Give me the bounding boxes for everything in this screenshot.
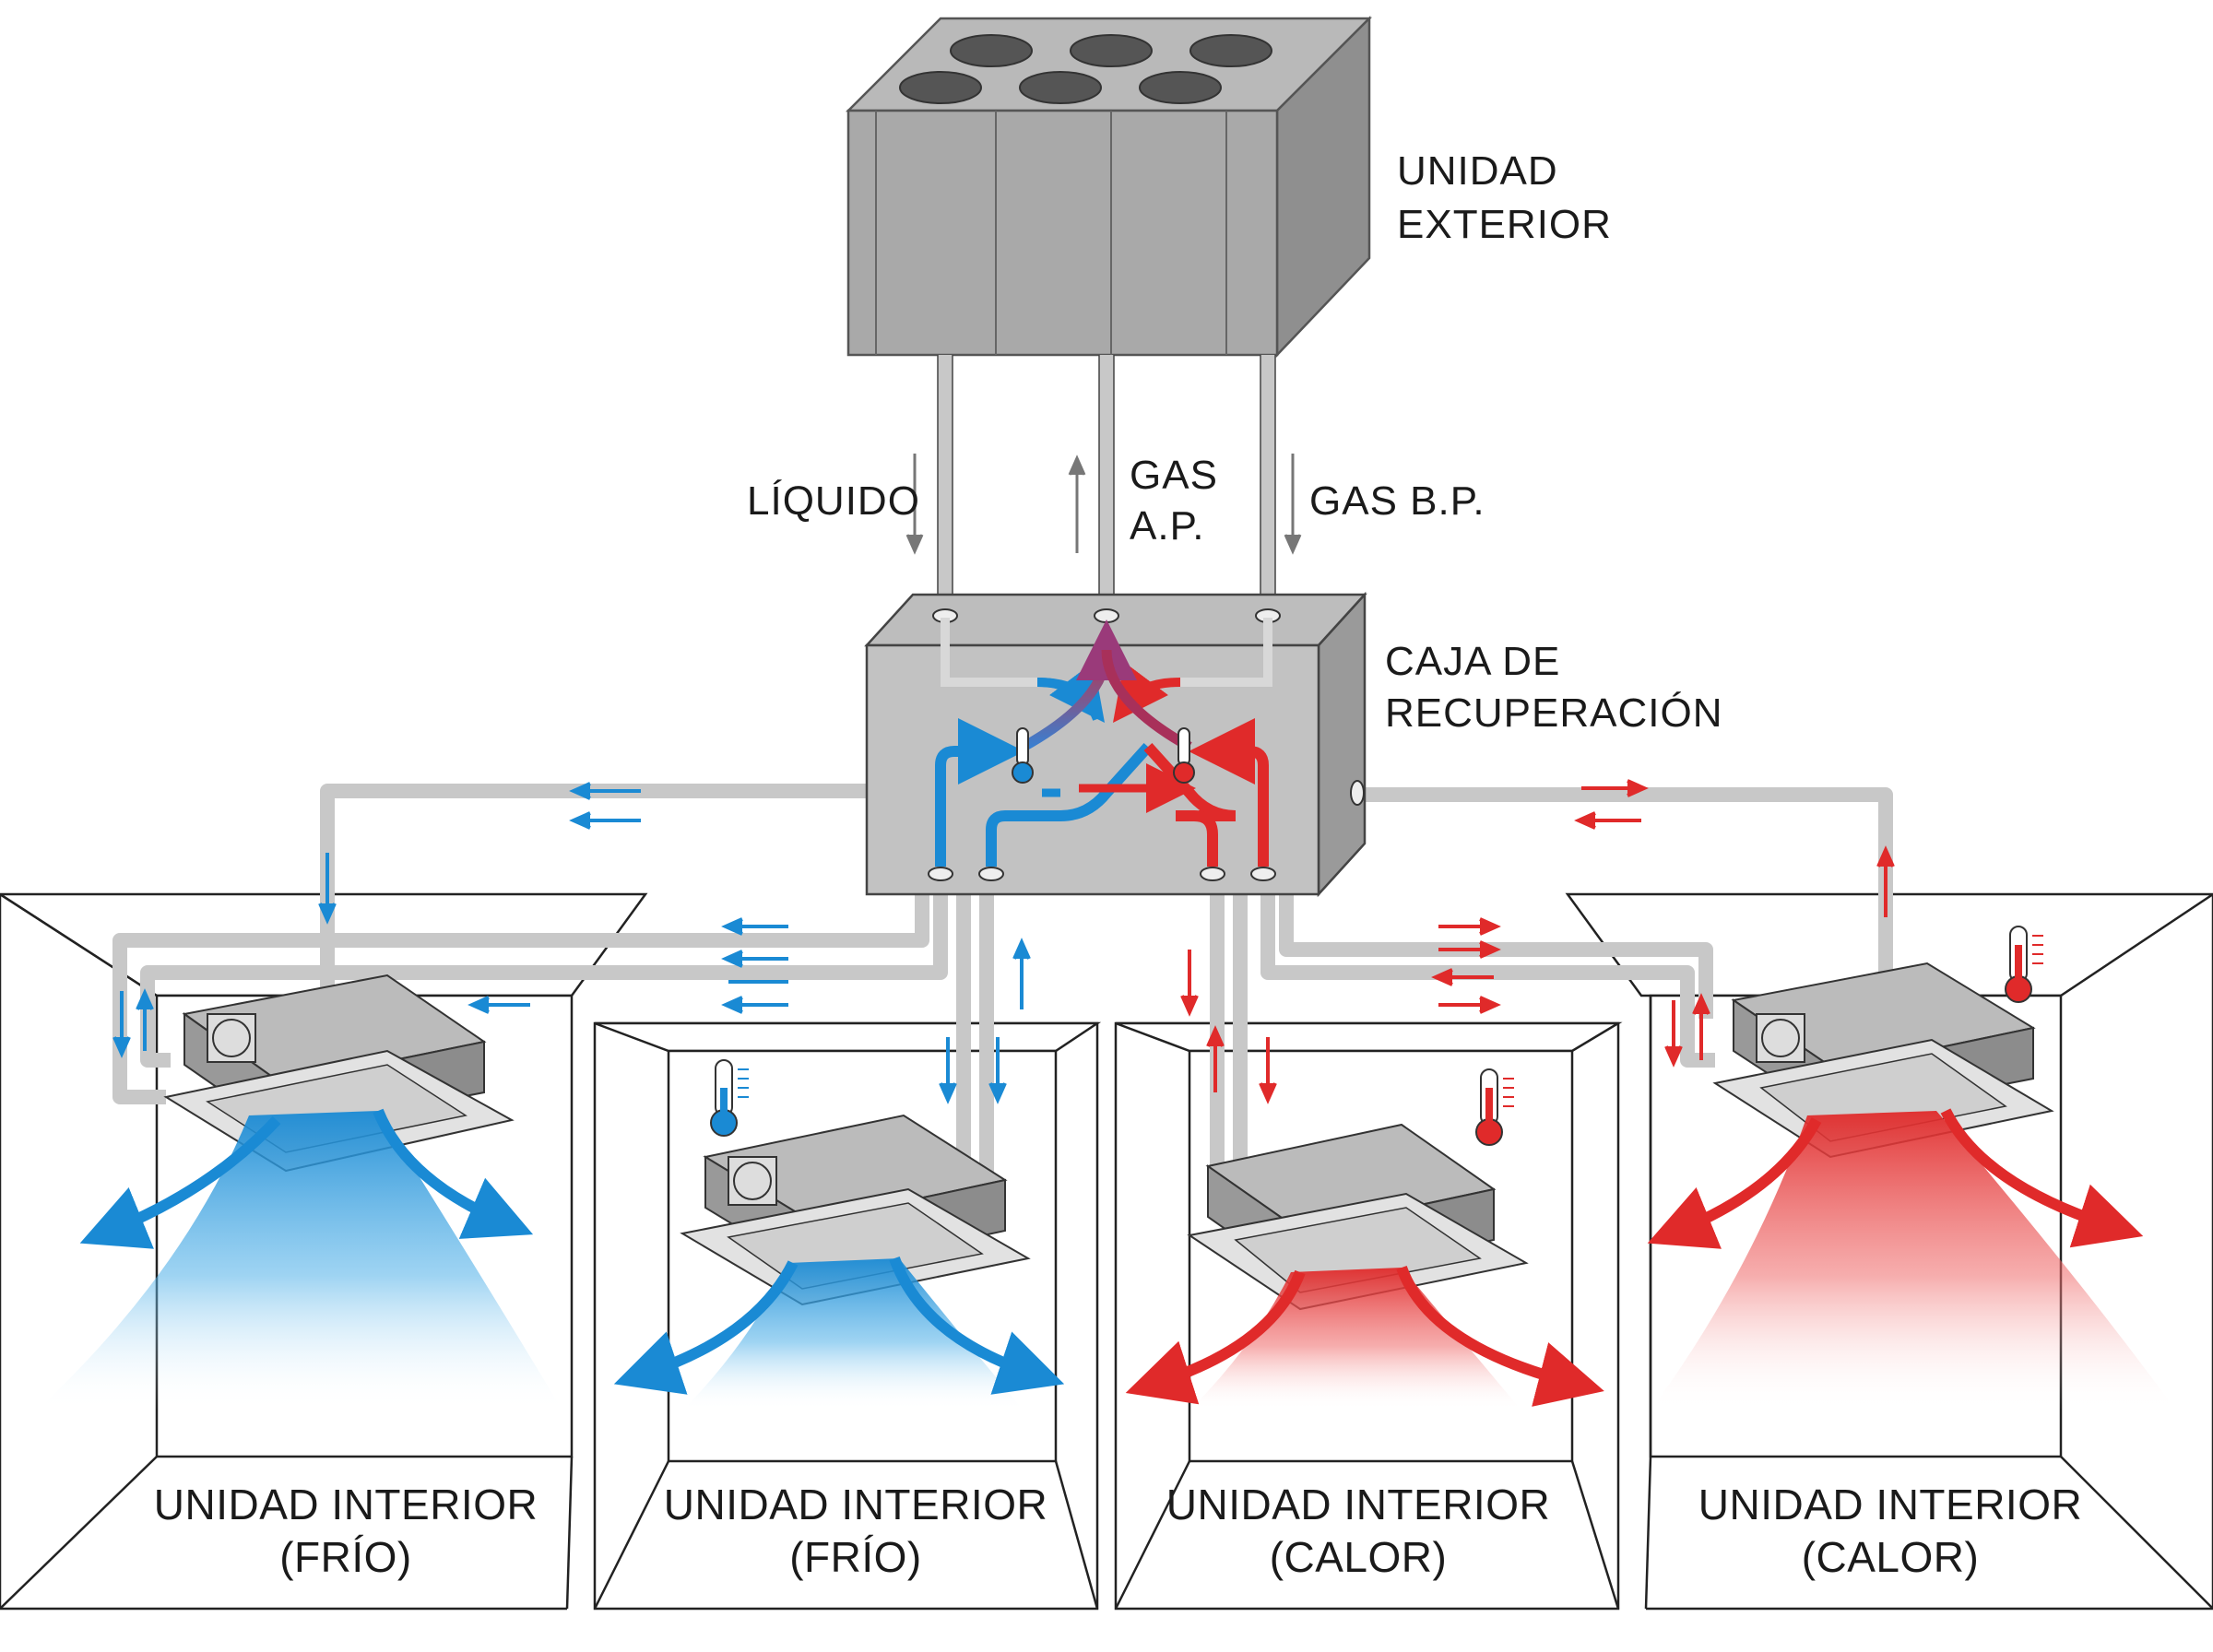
recovery-box	[864, 591, 1367, 898]
cold-airflow-1	[37, 1108, 562, 1410]
indoor-unit-1-label: UNIDAD INTERIOR	[154, 1481, 538, 1528]
indoor-unit-4-mode: (CALOR)	[1802, 1533, 1980, 1581]
fan-icon	[207, 1013, 256, 1063]
hot-airflow-4	[1647, 1108, 2176, 1410]
indoor-unit-2-label: UNIDAD INTERIOR	[664, 1481, 1047, 1528]
indoor-unit-2-mode: (FRÍO)	[789, 1533, 922, 1581]
fan-icon	[1756, 1013, 1805, 1063]
flow-arrows-hot	[1180, 779, 1895, 1104]
outdoor-unit-label: UNIDAD	[1397, 148, 1558, 194]
main-pipes	[938, 355, 1275, 613]
thermometer-icon	[1475, 1068, 1514, 1146]
outdoor-unit-label: EXTERIOR	[1397, 202, 1612, 247]
gas-hp-label: A.P.	[1130, 503, 1204, 549]
recovery-box-label: CAJA DE	[1385, 639, 1560, 684]
outdoor-unit	[845, 15, 1373, 359]
indoor-unit-1-mode: (FRÍO)	[279, 1533, 412, 1581]
fan-icon	[899, 34, 1272, 104]
gas-lp-label: GAS B.P.	[1309, 478, 1485, 524]
thermometer-icon	[2005, 926, 2043, 1003]
cold-airflow-2	[613, 1256, 1065, 1410]
thermometer-icon	[710, 1059, 749, 1137]
indoor-unit-4-label: UNIDAD INTERIOR	[1698, 1481, 2082, 1528]
indoor-unit-1	[163, 974, 515, 1173]
fan-icon	[728, 1156, 777, 1206]
indoor-unit-3-mode: (CALOR)	[1270, 1533, 1448, 1581]
hot-airflow-3	[1125, 1265, 1604, 1410]
recovery-box-label: RECUPERACIÓN	[1385, 690, 1723, 736]
indoor-unit-2	[680, 1114, 1031, 1306]
room-3	[1114, 1021, 1623, 1611]
flow-arrows-cold	[112, 782, 1031, 1104]
thermometer-icon	[1012, 727, 1195, 784]
liquid-pipe-label: LÍQUIDO	[747, 478, 920, 524]
flow-arrow-icon	[905, 454, 1302, 555]
gas-hp-label: GAS	[1130, 453, 1218, 498]
indoor-unit-3-label: UNIDAD INTERIOR	[1166, 1481, 1550, 1528]
